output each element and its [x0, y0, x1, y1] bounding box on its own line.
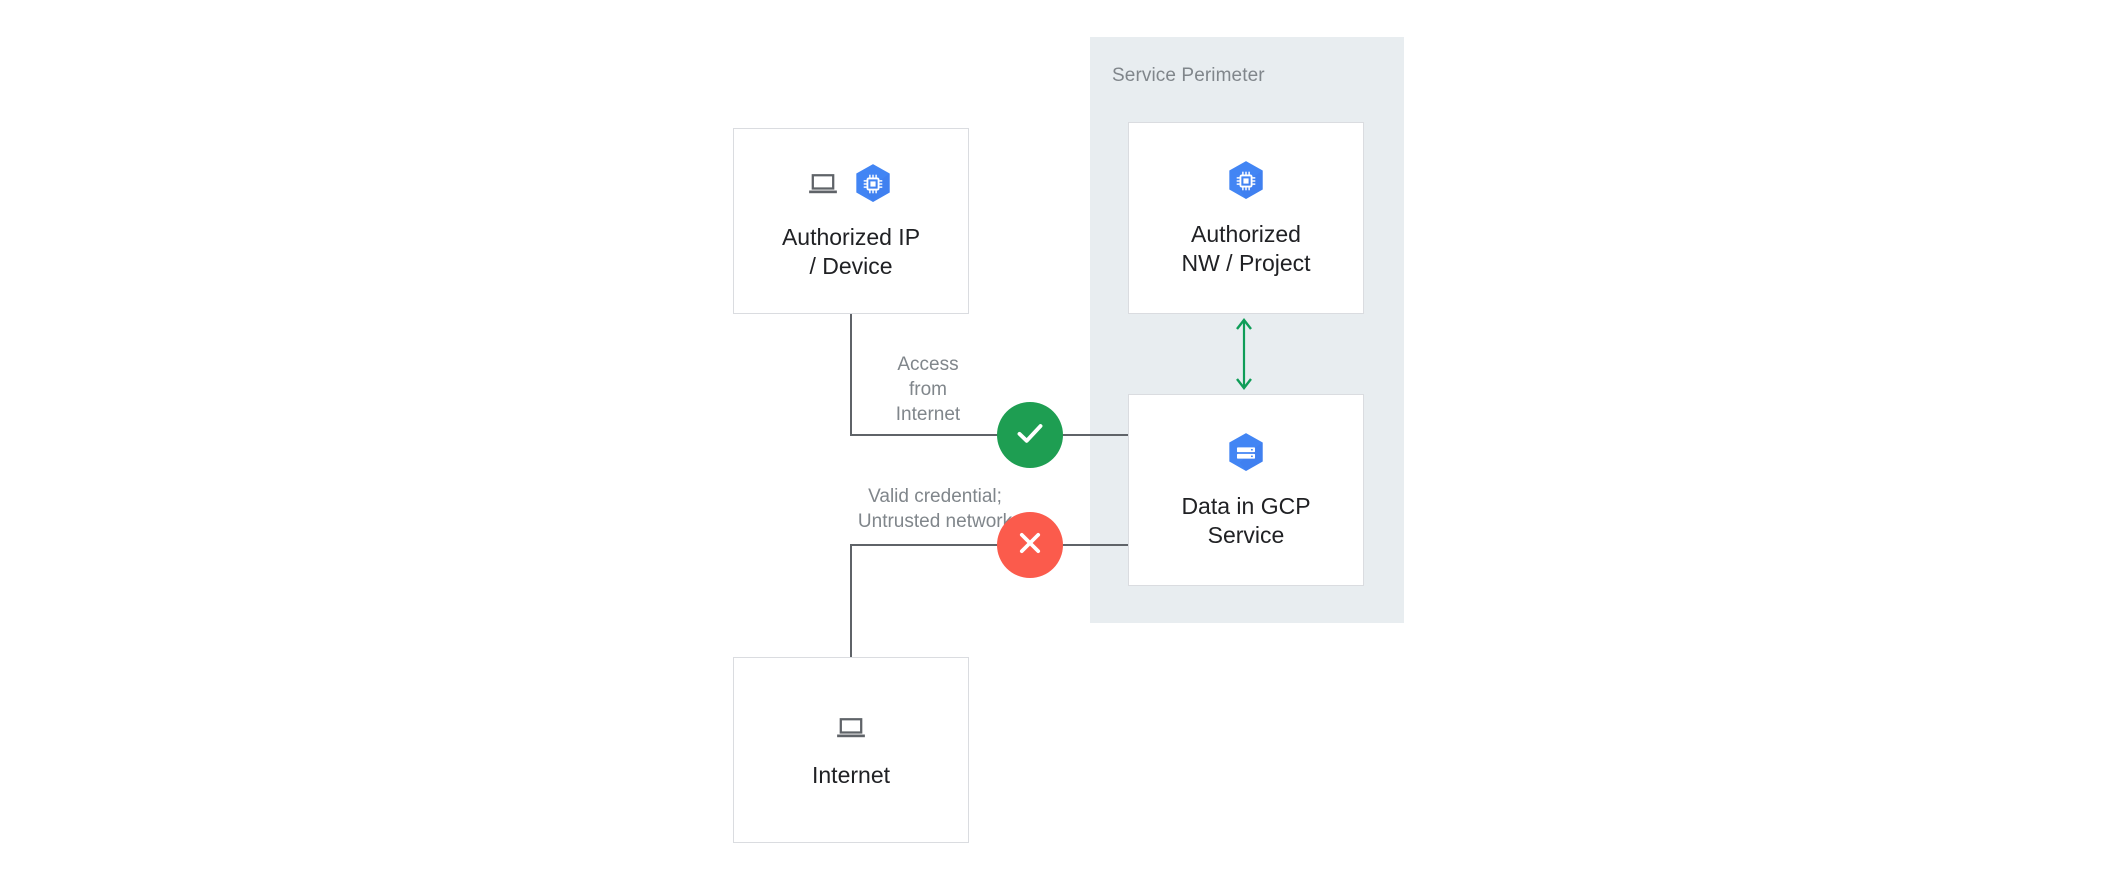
node-label: Data in GCP Service — [1181, 493, 1311, 548]
cross-icon — [1013, 526, 1047, 565]
connector-authorized-ip-to-data-horizontal — [850, 434, 1128, 436]
connector-authorized-ip-to-allow-vertical — [850, 314, 852, 436]
compute-engine-hexagon-icon — [1223, 158, 1269, 204]
check-icon — [1012, 415, 1048, 456]
node-authorized-nw-project[interactable]: Authorized NW / Project — [1128, 122, 1364, 314]
service-perimeter-label: Service Perimeter — [1112, 65, 1265, 86]
status-badge-deny — [997, 512, 1063, 578]
node-data-in-gcp-service[interactable]: Data in GCP Service — [1128, 394, 1364, 586]
compute-engine-hexagon-icon — [850, 161, 896, 207]
connector-label-valid-credential-untrusted-network: Valid credential; Untrusted network — [857, 486, 1013, 532]
laptop-icon — [834, 711, 868, 745]
bidirectional-arrow-icon — [1230, 314, 1258, 394]
node-icon-row — [834, 711, 868, 745]
connector-label-access-from-internet: Access from Internet — [895, 354, 961, 425]
node-authorized-ip-device[interactable]: Authorized IP / Device — [733, 128, 969, 314]
node-label: Authorized NW / Project — [1181, 221, 1311, 276]
node-icon-row — [806, 161, 896, 207]
laptop-icon — [806, 167, 840, 201]
node-icon-row — [1223, 430, 1269, 476]
status-badge-allow — [997, 402, 1063, 468]
node-internet[interactable]: Internet — [733, 657, 969, 843]
node-label: Authorized IP / Device — [781, 224, 921, 279]
connector-internet-to-deny-vertical — [850, 544, 852, 658]
connector-internet-to-data-horizontal — [850, 544, 1128, 546]
node-label: Internet — [812, 761, 890, 788]
data-service-hexagon-icon — [1223, 430, 1269, 476]
node-icon-row — [1223, 158, 1269, 204]
